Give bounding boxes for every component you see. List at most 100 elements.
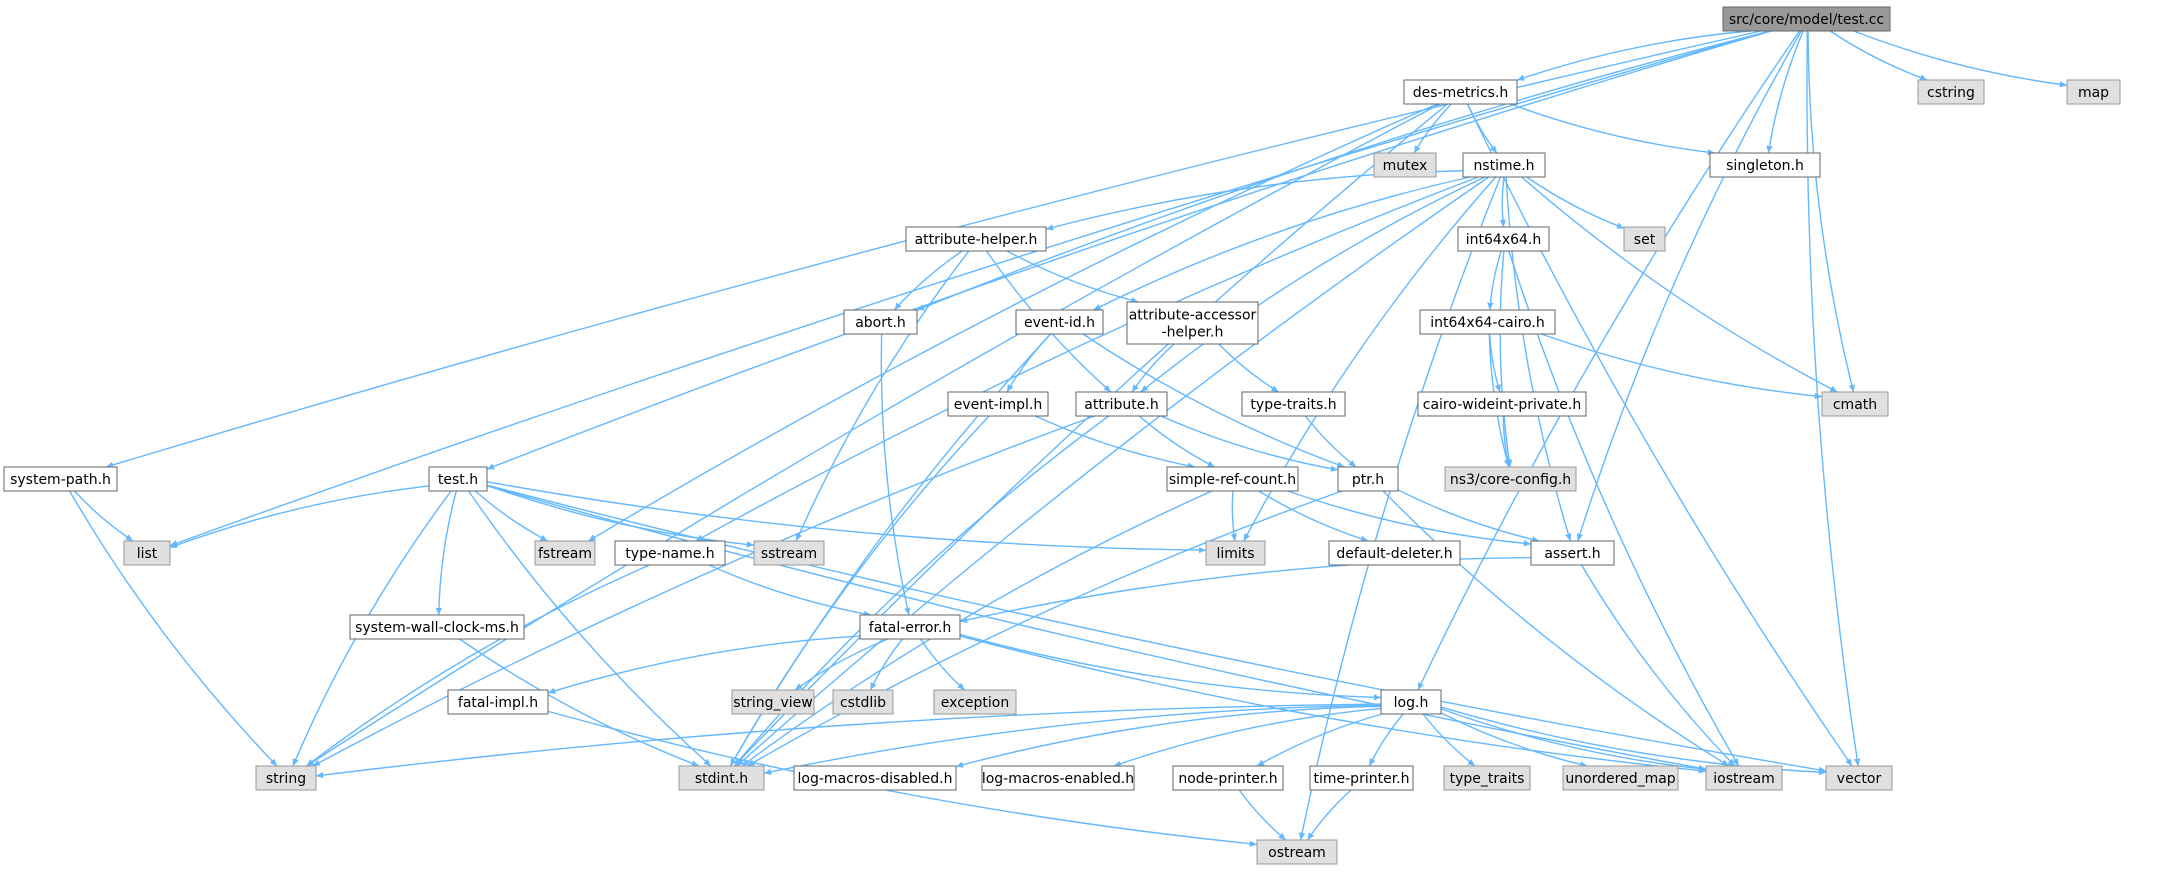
node-cairopriv[interactable]: cairo-wideint-private.h — [1417, 391, 1587, 417]
edge-test-to-sstream — [486, 484, 755, 548]
edge-root-to-abort — [916, 30, 1771, 311]
edge-log-to-iostream — [1440, 708, 1707, 772]
edge-int64-to-coreconfig — [1499, 250, 1513, 468]
node-ptr[interactable]: ptr.h — [1337, 466, 1399, 492]
node-box — [1444, 466, 1577, 492]
node-sstream[interactable]: sstream — [753, 540, 825, 566]
node-test[interactable]: test.h — [428, 466, 488, 492]
edge-root-to-test — [486, 30, 1772, 470]
edge-test-to-limits — [486, 481, 1207, 554]
node-fstream[interactable]: fstream — [534, 540, 596, 566]
node-cairo[interactable]: int64x64-cairo.h — [1419, 309, 1556, 335]
node-abort[interactable]: abort.h — [843, 309, 918, 335]
node-mutex[interactable]: mutex — [1373, 152, 1437, 178]
edge-wallclock-to-stdint — [459, 638, 700, 767]
node-box — [1419, 309, 1556, 335]
node-cstdlib[interactable]: cstdlib — [832, 689, 894, 715]
edge-nstime-to-ahelper — [1045, 170, 1464, 231]
node-box — [349, 614, 525, 640]
node-simpleref[interactable]: simple-ref-count.h — [1166, 466, 1299, 492]
node-box — [678, 765, 765, 791]
node-nodeprn[interactable]: node-printer.h — [1172, 765, 1284, 791]
node-box — [1015, 309, 1104, 335]
node-lmdis[interactable]: log-macros-disabled.h — [793, 765, 957, 791]
edge-test-to-wallclock — [435, 490, 457, 616]
node-typename[interactable]: type-name.h — [614, 540, 726, 566]
node-fatalerr[interactable]: fatal-error.h — [859, 614, 961, 640]
edge-des-to-singleton — [1510, 103, 1716, 156]
node-typetraits[interactable]: type_traits — [1443, 765, 1531, 791]
node-cstring[interactable]: cstring — [1917, 79, 1985, 105]
node-assert[interactable]: assert.h — [1530, 540, 1615, 566]
node-label: limits — [1216, 546, 1254, 562]
node-list[interactable]: list — [123, 540, 171, 566]
node-nstime[interactable]: nstime.h — [1462, 152, 1546, 178]
node-syspath[interactable]: system-path.h — [3, 466, 118, 492]
node-root[interactable]: src/core/model/test.cc — [1722, 6, 1891, 32]
edge-nstime-to-assert — [1505, 176, 1572, 542]
node-eventimpl[interactable]: event-impl.h — [947, 391, 1049, 417]
node-fatalimpl[interactable]: fatal-impl.h — [447, 689, 549, 715]
node-box — [1241, 391, 1346, 417]
node-box — [1328, 540, 1461, 566]
node-timeprn[interactable]: time-printer.h — [1309, 765, 1414, 791]
node-box — [1373, 152, 1437, 178]
node-map[interactable]: map — [2066, 79, 2121, 105]
node-singleton[interactable]: singleton.h — [1709, 152, 1821, 178]
node-label: attribute-accessor-helper.h — [1129, 308, 1257, 341]
node-label: log.h — [1394, 695, 1429, 711]
node-iostream[interactable]: iostream — [1705, 765, 1783, 791]
node-lmen[interactable]: log-macros-enabled.h — [981, 765, 1135, 791]
node-attr[interactable]: attribute.h — [1075, 391, 1168, 417]
node-strview[interactable]: string_view — [731, 689, 815, 715]
file-nodes: src/core/model/test.cc cstring map des-metr… — [3, 6, 2121, 865]
node-box — [123, 540, 171, 566]
node-vector[interactable]: vector — [1825, 765, 1893, 791]
node-box — [731, 689, 815, 715]
node-aacc[interactable]: attribute-accessor-helper.h — [1126, 301, 1259, 345]
edge-log-to-timeprn — [1368, 713, 1404, 767]
node-box — [2066, 79, 2121, 105]
node-deldel[interactable]: default-deleter.h — [1328, 540, 1461, 566]
node-label: system-path.h — [10, 472, 111, 488]
edge-simpleref-to-limits — [1230, 490, 1238, 542]
node-label: event-impl.h — [954, 397, 1043, 413]
node-box — [1403, 79, 1518, 105]
node-set[interactable]: set — [1623, 226, 1666, 252]
edge-int64-to-cairo — [1487, 250, 1502, 311]
node-ostream[interactable]: ostream — [1256, 839, 1338, 865]
node-label: singleton.h — [1726, 158, 1804, 174]
node-wallclock[interactable]: system-wall-clock-ms.h — [349, 614, 525, 640]
node-label: src/core/model/test.cc — [1729, 12, 1884, 28]
node-box — [3, 466, 118, 492]
node-cmath[interactable]: cmath — [1821, 391, 1889, 417]
node-exception[interactable]: exception — [933, 689, 1017, 715]
edge-typename-to-fatalerr — [708, 564, 872, 617]
node-string[interactable]: string — [255, 765, 317, 791]
edge-log-to-string — [315, 703, 1382, 779]
node-label: assert.h — [1544, 546, 1600, 562]
node-ahelper[interactable]: attribute-helper.h — [905, 226, 1047, 252]
edge-attr-to-simpleref — [1138, 415, 1216, 468]
node-int64[interactable]: int64x64.h — [1457, 226, 1550, 252]
edge-aacc-to-attr — [1131, 343, 1175, 393]
node-des[interactable]: des-metrics.h — [1403, 79, 1518, 105]
node-label: type-traits.h — [1250, 397, 1336, 413]
edge-nstime-to-cmath — [1521, 176, 1838, 393]
node-limits[interactable]: limits — [1205, 540, 1266, 566]
node-ttraits[interactable]: type-traits.h — [1241, 391, 1346, 417]
edge-log-to-nodeprn — [1256, 713, 1383, 767]
edge-nstime-to-set — [1526, 176, 1625, 229]
edge-fatalerr-to-exception — [919, 638, 966, 691]
edge-test-to-fstream — [474, 490, 548, 542]
node-box — [1443, 765, 1531, 791]
node-umap[interactable]: unordered_map — [1562, 765, 1679, 791]
node-coreconfig[interactable]: ns3/core-config.h — [1444, 466, 1577, 492]
node-box — [1623, 226, 1666, 252]
edge-attr-to-string — [312, 415, 1095, 767]
node-box — [1380, 689, 1442, 715]
node-log[interactable]: log.h — [1380, 689, 1442, 715]
node-label: type_traits — [1450, 771, 1525, 787]
node-eventid[interactable]: event-id.h — [1015, 309, 1104, 335]
node-stdint[interactable]: stdint.h — [678, 765, 765, 791]
